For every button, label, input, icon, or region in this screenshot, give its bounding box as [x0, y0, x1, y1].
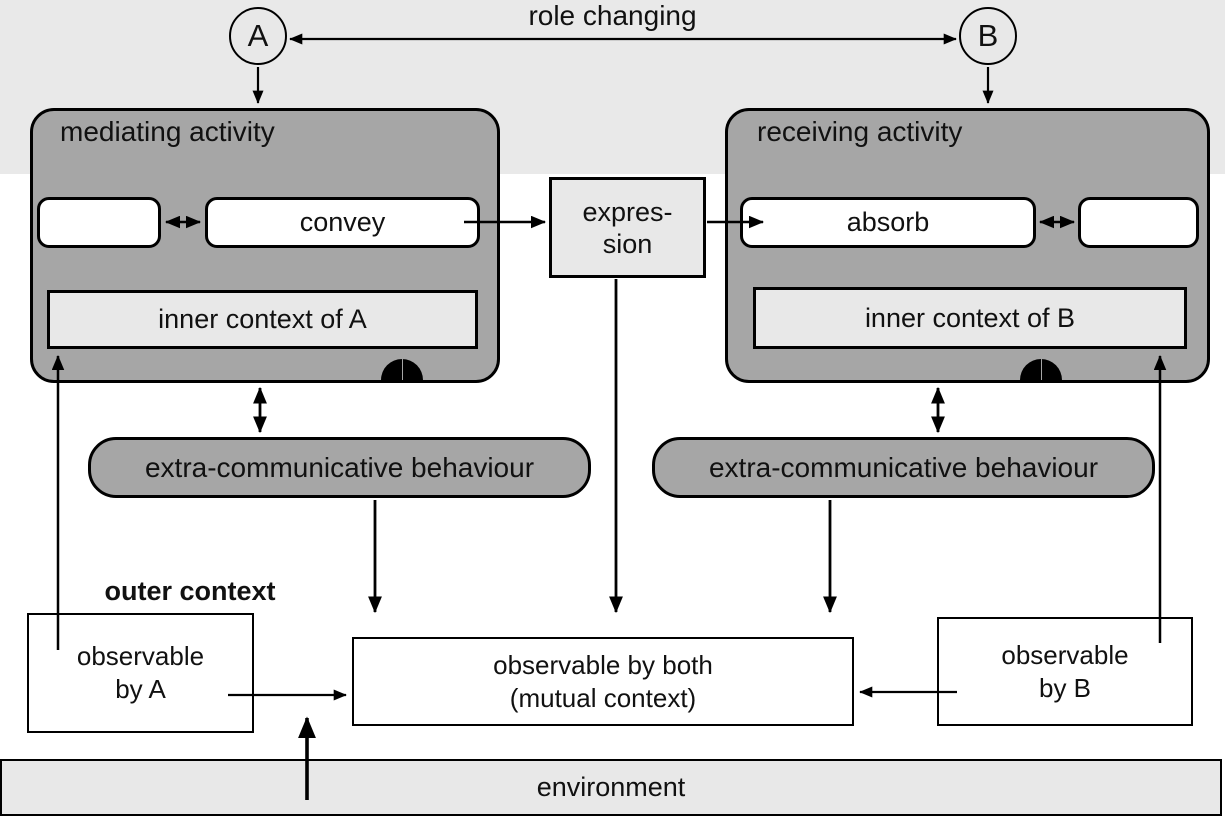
convey-label: convey	[299, 207, 386, 237]
observable-by-b-line1: observable	[1001, 639, 1129, 670]
observable-by-a-box: observable by A	[27, 613, 254, 733]
observable-by-a-line2: by A	[115, 674, 166, 704]
expression-label-line2: sion	[602, 228, 653, 259]
inner-context-b-label: inner context of B	[864, 302, 1076, 333]
extra-communicative-behaviour-left-label: extra-communicative behaviour	[144, 451, 535, 483]
role-node-a: A	[229, 7, 287, 65]
inner-context-b-box: inner context of B	[753, 287, 1187, 349]
role-node-b: B	[959, 7, 1017, 65]
expression-box: expres- sion	[549, 177, 706, 278]
inner-context-a-box: inner context of A	[47, 290, 478, 349]
convey-box: convey	[205, 197, 480, 248]
observable-by-both-line2: (mutual context)	[509, 682, 697, 713]
mediating-activity-label: mediating activity	[60, 116, 275, 147]
mediating-unlabeled-box	[37, 197, 161, 248]
inner-context-a-label: inner context of A	[158, 304, 367, 334]
expression-label-line1: expres-	[582, 196, 673, 227]
absorb-label: absorb	[846, 207, 930, 237]
absorb-box: absorb	[740, 197, 1036, 248]
observable-by-both-line1: observable by both	[493, 649, 713, 680]
role-node-b-label: B	[977, 18, 999, 53]
receiving-activity-label: receiving activity	[757, 116, 963, 147]
environment-label: environment	[536, 772, 686, 802]
observable-by-b-box: observable by B	[937, 617, 1193, 726]
observable-by-b-line2: by B	[1038, 672, 1092, 703]
observable-by-a-line1: observable	[76, 641, 205, 671]
environment-bar: environment	[0, 759, 1222, 816]
observable-by-both-box: observable by both (mutual context)	[352, 637, 854, 726]
half-disc-marker-right	[1020, 359, 1062, 380]
extra-communicative-behaviour-left: extra-communicative behaviour	[88, 437, 591, 498]
outer-context-label: outer context	[104, 576, 276, 606]
role-changing-label: role changing	[528, 0, 697, 31]
extra-communicative-behaviour-right-label: extra-communicative behaviour	[708, 451, 1099, 483]
half-disc-marker-left	[381, 359, 423, 380]
role-node-a-label: A	[247, 18, 269, 53]
receiving-unlabeled-box	[1078, 197, 1199, 248]
extra-communicative-behaviour-right: extra-communicative behaviour	[652, 437, 1155, 498]
